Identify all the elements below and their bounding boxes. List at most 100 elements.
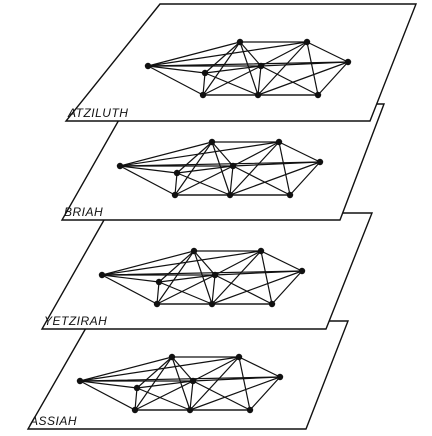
edge-yetzirah-15 — [211, 274, 216, 305]
edge-yetzirah-4 — [101, 250, 262, 276]
edge-yetzirah-11 — [156, 250, 195, 305]
edge-atziluth-1 — [147, 65, 206, 74]
plane-yetzirah-layer — [40, 212, 374, 330]
edge-atziluth-16 — [260, 65, 319, 96]
edge-assiah-5 — [136, 356, 173, 389]
node-yetzirah-5 — [298, 267, 306, 275]
edge-assiah-25 — [79, 376, 281, 382]
node-briah-6 — [171, 191, 179, 199]
edge-yetzirah-14 — [156, 274, 216, 305]
edge-assiah-8 — [136, 380, 194, 389]
edge-assiah-0 — [79, 356, 173, 382]
edge-briah-19 — [229, 141, 280, 196]
plane-label-briah: BRIAH — [64, 205, 103, 219]
edge-yetzirah-25 — [101, 270, 303, 276]
edge-atziluth-21 — [317, 61, 349, 96]
edge-assiah-15 — [189, 380, 194, 411]
edge-assiah-7 — [136, 387, 191, 411]
edge-atziluth-22 — [257, 61, 349, 96]
node-yetzirah-2 — [190, 247, 198, 255]
edge-atziluth-11 — [202, 41, 241, 96]
edge-assiah-18 — [238, 356, 281, 378]
edge-yetzirah-9 — [193, 250, 216, 276]
edge-yetzirah-13 — [214, 250, 262, 276]
edge-briah-18 — [278, 141, 321, 163]
edge-briah-13 — [232, 141, 280, 167]
node-assiah-5 — [276, 373, 284, 381]
edge-assiah-21 — [249, 376, 281, 411]
edge-assiah-13 — [192, 356, 240, 382]
edge-yetzirah-16 — [214, 274, 273, 305]
node-assiah-2 — [168, 353, 176, 361]
edge-assiah-14 — [134, 380, 194, 411]
plane-briah-layer — [60, 103, 386, 221]
edge-briah-6 — [174, 172, 178, 196]
edge-assiah-9 — [171, 356, 194, 382]
edge-atziluth-18 — [306, 41, 349, 63]
node-assiah-8 — [246, 406, 254, 414]
edge-assiah-20 — [238, 356, 251, 411]
node-assiah-0 — [76, 377, 84, 385]
edge-atziluth-8 — [204, 65, 262, 74]
edge-atziluth-6 — [202, 72, 206, 96]
edge-atziluth-9 — [239, 41, 262, 67]
edge-yetzirah-0 — [101, 250, 195, 276]
edge-assiah-4 — [79, 356, 240, 382]
plane-label-yetzirah: YETZIRAH — [44, 314, 107, 328]
plane-atziluth-layer — [64, 3, 418, 122]
edge-yetzirah-21 — [271, 270, 303, 305]
node-atziluth-0 — [144, 62, 152, 70]
node-briah-5 — [316, 158, 324, 166]
edge-briah-0 — [119, 141, 213, 167]
edge-assiah-11 — [134, 356, 173, 411]
edge-atziluth-20 — [306, 41, 319, 96]
node-atziluth-3 — [257, 62, 265, 70]
edge-assiah-19 — [189, 356, 240, 411]
plane-label-assiah: ASSIAH — [29, 414, 77, 428]
edge-atziluth-4 — [147, 41, 308, 67]
edge-yetzirah-6 — [156, 281, 160, 305]
edge-briah-20 — [278, 141, 291, 196]
node-briah-8 — [286, 191, 294, 199]
edge-assiah-6 — [134, 387, 138, 411]
edge-assiah-2 — [79, 380, 136, 411]
node-briah-1 — [173, 169, 181, 177]
edge-atziluth-15 — [257, 65, 262, 96]
edge-yetzirah-1 — [101, 274, 160, 283]
edge-briah-15 — [229, 165, 234, 196]
node-atziluth-4 — [303, 38, 311, 46]
plane-assiah-layer — [26, 320, 350, 430]
edge-yetzirah-5 — [158, 250, 195, 283]
node-yetzirah-7 — [208, 300, 216, 308]
edge-briah-7 — [176, 172, 231, 196]
node-atziluth-8 — [314, 91, 322, 99]
node-yetzirah-0 — [98, 271, 106, 279]
node-assiah-7 — [186, 406, 194, 414]
plane-atziluth-surface — [64, 3, 418, 122]
edge-briah-14 — [174, 165, 234, 196]
edge-briah-25 — [119, 161, 321, 167]
edge-atziluth-7 — [204, 72, 259, 96]
plane-yetzirah-surface — [40, 212, 374, 330]
edge-atziluth-2 — [147, 65, 204, 96]
node-atziluth-1 — [201, 69, 209, 77]
edge-briah-9 — [211, 141, 234, 167]
edge-briah-22 — [229, 161, 321, 196]
edge-yetzirah-8 — [158, 274, 216, 283]
node-atziluth-6 — [199, 91, 207, 99]
edge-briah-4 — [119, 141, 280, 167]
node-yetzirah-1 — [155, 278, 163, 286]
node-atziluth-2 — [236, 38, 244, 46]
edge-briah-1 — [119, 165, 178, 174]
node-briah-7 — [226, 191, 234, 199]
node-briah-2 — [208, 138, 216, 146]
edge-atziluth-19 — [257, 41, 308, 96]
edge-yetzirah-2 — [101, 274, 158, 305]
edge-yetzirah-19 — [211, 250, 262, 305]
node-assiah-4 — [235, 353, 243, 361]
edge-atziluth-14 — [202, 65, 262, 96]
edge-briah-5 — [176, 141, 213, 174]
edge-assiah-22 — [189, 376, 281, 411]
node-yetzirah-6 — [153, 300, 161, 308]
